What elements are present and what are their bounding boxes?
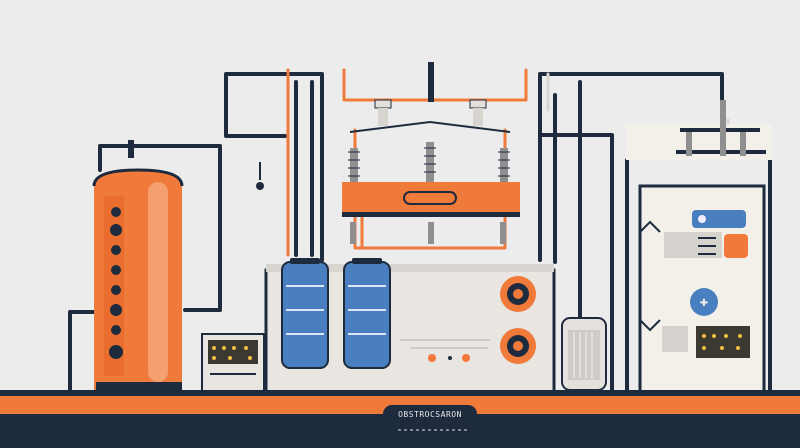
floor-base <box>0 390 800 448</box>
small-control-box <box>201 333 265 393</box>
transformer-bar <box>342 182 520 244</box>
orange-tank <box>92 140 184 390</box>
orange-gauges <box>500 276 536 364</box>
blue-cylinders <box>281 258 391 369</box>
small-valve <box>256 162 264 190</box>
caption-text: OBSTROCSARON <box>398 409 462 419</box>
caption-badge: OBSTROCSARON <box>383 405 477 423</box>
top-insulators <box>348 62 511 184</box>
right-cabinet: ✚ <box>626 100 772 394</box>
grey-canister <box>561 317 607 391</box>
pipe-network <box>68 72 772 392</box>
svg-text:✚: ✚ <box>700 298 708 309</box>
